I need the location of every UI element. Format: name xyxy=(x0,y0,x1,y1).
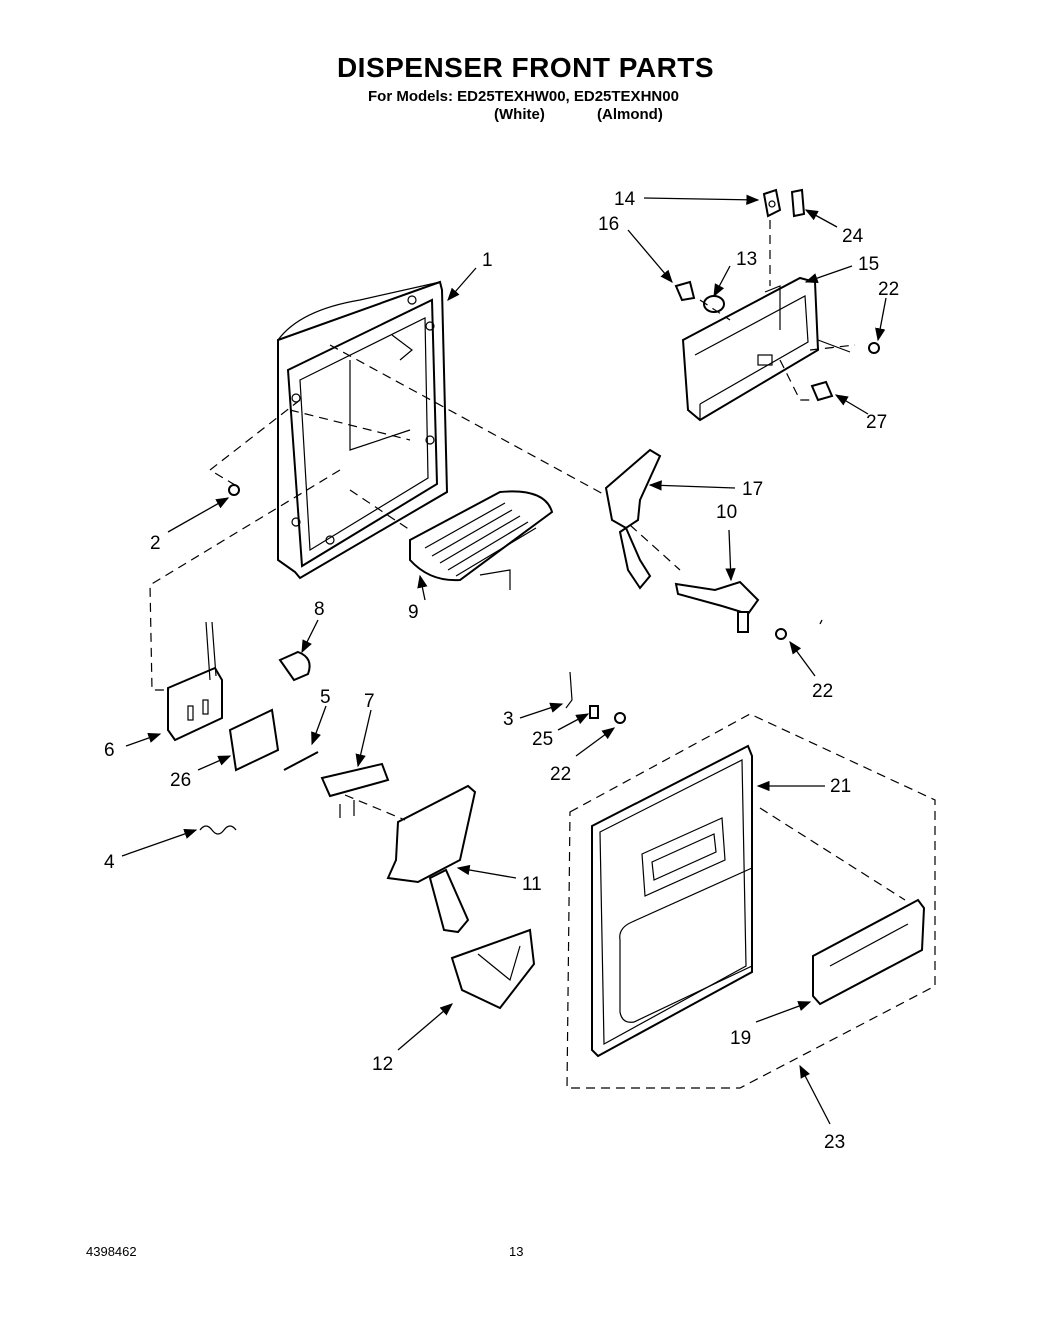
part-11-chute-lever xyxy=(386,784,477,934)
part-8-bulb xyxy=(278,650,311,682)
callout-2: 2 xyxy=(150,533,161,554)
part-26-pad xyxy=(228,708,280,772)
callout-17: 17 xyxy=(742,479,763,500)
models-line: For Models: ED25TEXHW00, ED25TEXHN00 xyxy=(368,88,679,105)
callout-19: 19 xyxy=(730,1028,751,1049)
callout-7: 7 xyxy=(364,691,375,712)
callout-21: 21 xyxy=(830,776,851,797)
callout-15: 15 xyxy=(858,254,879,275)
part-19-label xyxy=(812,898,926,1006)
callout-11: 11 xyxy=(522,874,542,895)
callout-22-lower: 22 xyxy=(550,764,571,785)
part-2-screw xyxy=(228,484,240,496)
callout-23: 23 xyxy=(824,1132,845,1153)
callout-1: 1 xyxy=(482,250,493,271)
callout-5: 5 xyxy=(320,687,331,708)
callout-labels: 14 24 16 13 15 22 27 1 2 17 10 9 8 22 5 … xyxy=(104,189,899,1153)
part-21-front-panel xyxy=(591,744,753,1058)
part-22-screw-upper xyxy=(868,342,880,354)
callout-27: 27 xyxy=(866,412,887,433)
callout-12: 12 xyxy=(372,1054,393,1075)
part-3-wire xyxy=(565,671,573,709)
callout-8: 8 xyxy=(314,599,325,620)
part-25-clip xyxy=(589,705,599,719)
assembly-lines xyxy=(149,220,906,901)
part-22-screw-middle xyxy=(775,628,787,640)
page-number: 13 xyxy=(509,1244,524,1259)
part-16-plunger xyxy=(674,280,696,302)
callout-24: 24 xyxy=(842,226,864,247)
callout-16: 16 xyxy=(598,214,619,235)
part-24-shim xyxy=(790,188,806,218)
leader-lines xyxy=(121,194,887,1125)
callout-3: 3 xyxy=(503,709,514,730)
callout-13: 13 xyxy=(736,249,757,270)
part-7-hinge xyxy=(320,762,390,818)
page-title: DISPENSER FRONT PARTS xyxy=(336,52,715,83)
variant-almond: (Almond) xyxy=(597,106,663,123)
part-12-chute-cup xyxy=(450,928,536,1010)
callout-14: 14 xyxy=(614,189,636,210)
callout-26: 26 xyxy=(170,770,191,791)
part-5-pin xyxy=(283,751,319,771)
part-9-drip-tray xyxy=(409,490,554,590)
part-1-housing xyxy=(277,280,449,580)
part-6-switch-housing xyxy=(167,621,223,742)
variant-white: (White) xyxy=(494,106,545,123)
callout-22-upper: 22 xyxy=(878,279,899,300)
callout-6: 6 xyxy=(104,740,115,761)
part-17-lever xyxy=(604,448,662,590)
callout-10: 10 xyxy=(716,502,737,523)
callout-9: 9 xyxy=(408,602,419,623)
callout-4: 4 xyxy=(104,852,115,873)
part-4-spring xyxy=(199,825,237,835)
callout-25: 25 xyxy=(532,729,553,750)
part-27-switch xyxy=(810,380,834,402)
part-15-bracket xyxy=(681,276,851,422)
part-14-clip xyxy=(762,188,782,218)
callout-22-middle: 22 xyxy=(812,681,833,702)
doc-number: 4398462 xyxy=(86,1244,137,1259)
part-10-actuator xyxy=(674,580,760,633)
part-22-screw-lower xyxy=(614,712,626,724)
